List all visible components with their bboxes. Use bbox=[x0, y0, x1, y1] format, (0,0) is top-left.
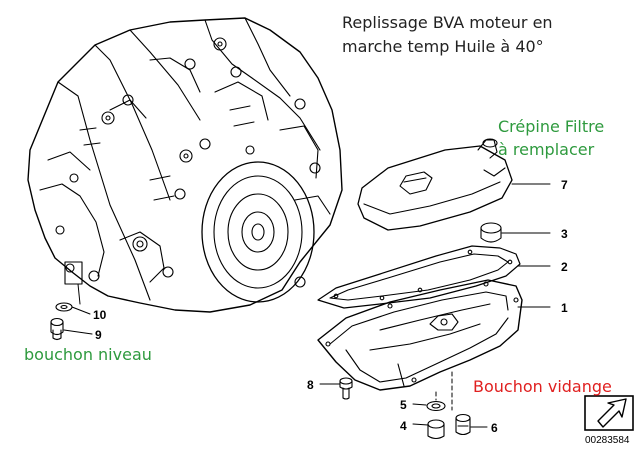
gasket-part-2 bbox=[317, 245, 521, 309]
drain-plug-part-6 bbox=[455, 413, 471, 436]
arrow-icon bbox=[584, 395, 634, 431]
level-plug-note: bouchon niveau bbox=[24, 345, 152, 364]
rubber-grommet-part-3 bbox=[480, 222, 502, 243]
drain-plug-note: Bouchon vidange bbox=[473, 377, 612, 396]
leader-lines bbox=[63, 183, 551, 428]
oil-filter-part-7 bbox=[357, 138, 513, 231]
title-line-2: marche temp Huile à 40° bbox=[342, 37, 544, 56]
callout-6: 6 bbox=[491, 421, 498, 435]
callout-4: 4 bbox=[400, 419, 407, 433]
title-line-1: Replissage BVA moteur en bbox=[342, 13, 553, 32]
callout-8: 8 bbox=[307, 378, 314, 392]
callout-10: 10 bbox=[93, 308, 107, 322]
callout-7: 7 bbox=[561, 178, 568, 192]
seal-ring-part-5 bbox=[426, 400, 446, 412]
callout-1: 1 bbox=[561, 301, 568, 315]
drain-plug-part-4 bbox=[427, 419, 445, 440]
oil-pan-part-1 bbox=[317, 279, 523, 391]
transmission-housing bbox=[27, 17, 343, 313]
filter-note-line-1: Crépine Filtre bbox=[498, 117, 605, 136]
callout-numbers: 7 3 2 1 10 9 8 5 4 6 bbox=[93, 178, 568, 435]
callout-2: 2 bbox=[561, 260, 568, 274]
callout-3: 3 bbox=[561, 227, 568, 241]
level-plug-part-9 bbox=[50, 317, 64, 341]
washer-part-10 bbox=[55, 302, 73, 312]
reference-code: 00283584 bbox=[585, 435, 630, 446]
bolt-part-8 bbox=[339, 377, 353, 400]
filter-note-line-2: à remplacer bbox=[498, 140, 595, 159]
callout-9: 9 bbox=[95, 328, 102, 342]
callout-5: 5 bbox=[400, 398, 407, 412]
